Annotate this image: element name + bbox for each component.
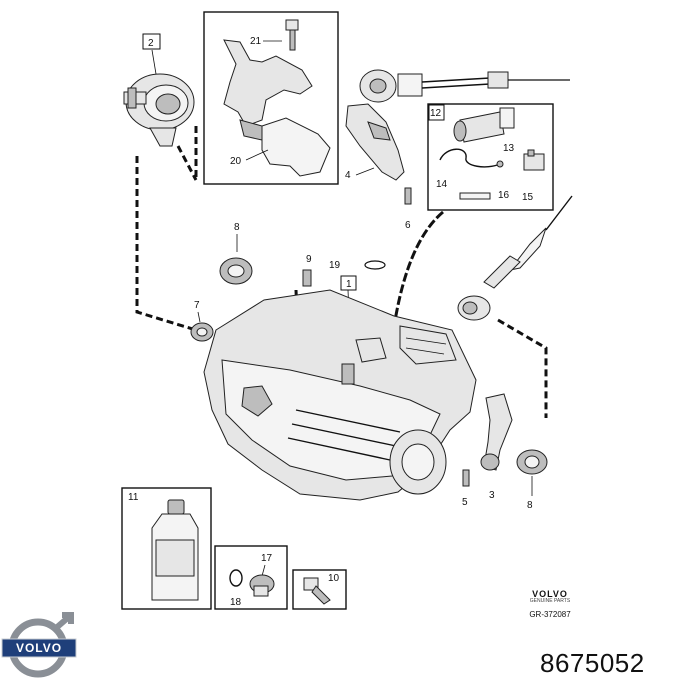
lever-pin — [404, 187, 412, 205]
shift-shaft-lever — [480, 393, 513, 471]
part-label-3: 3 — [489, 490, 495, 501]
oil-seal-lower — [516, 449, 548, 475]
sensor-pin — [459, 192, 491, 200]
leader-dash-sensor — [386, 210, 444, 381]
oil-seal-upper — [219, 257, 253, 285]
part-label-21: 21 — [250, 36, 262, 47]
logo-wordmark: VOLVO — [16, 641, 62, 655]
shift-cable-upper — [359, 69, 570, 103]
bracket-bolt — [285, 19, 299, 51]
callout-box-12 — [428, 104, 445, 121]
mounting-bolt — [303, 577, 331, 605]
brand-subtitle: GENUINE PARTS — [529, 598, 571, 604]
o-ring — [364, 260, 386, 270]
part-label-12: 12 — [430, 108, 442, 119]
drain-plug — [249, 574, 275, 597]
leader-dash-bearing — [176, 145, 198, 181]
part-number: 8675052 — [540, 648, 645, 678]
part-label-14: 14 — [436, 179, 448, 190]
part-label-10: 10 — [328, 573, 340, 584]
part-label-15: 15 — [522, 192, 534, 203]
part-label-20: 20 — [230, 156, 242, 167]
leader-dash-left — [135, 156, 197, 332]
part-label-1: 1 — [346, 279, 352, 290]
oil-seal-left — [190, 322, 214, 342]
part-label-17: 17 — [261, 553, 273, 564]
part-label-7: 7 — [194, 300, 200, 311]
callout-box-2 — [142, 33, 161, 50]
part-label-8-lower: 8 — [527, 500, 533, 511]
part-label-18: 18 — [230, 597, 242, 608]
part-label-5: 5 — [462, 497, 468, 508]
gearshift-bracket — [223, 39, 331, 177]
gear-oil-bottle — [151, 499, 199, 601]
diagram-reference: GR-372087 — [529, 610, 571, 619]
release-bearing — [123, 73, 195, 147]
shaft-pin — [462, 469, 470, 487]
shift-cable-lower — [457, 195, 573, 321]
drain-plug-washer — [229, 569, 243, 587]
part-label-13: 13 — [503, 143, 515, 154]
brand-note: VOLVO GENUINE PARTS — [505, 589, 595, 604]
part-label-8-upper: 8 — [234, 222, 240, 233]
part-label-6: 6 — [405, 220, 411, 231]
part-label-16: 16 — [498, 190, 510, 201]
part-label-2: 2 — [148, 38, 154, 49]
selector-lever — [345, 103, 405, 181]
drain-plug-frame — [214, 545, 288, 610]
part-label-11: 11 — [128, 492, 139, 503]
part-label-19: 19 — [329, 260, 341, 271]
leader-dash-right — [497, 318, 548, 418]
brand-wordmark: VOLVO — [532, 589, 568, 599]
callout-box-1 — [340, 275, 357, 291]
stud — [302, 269, 312, 287]
volvo-logo: VOLVO — [1, 612, 77, 678]
part-label-4: 4 — [345, 170, 351, 181]
connector — [523, 149, 545, 171]
part-label-9: 9 — [306, 254, 312, 265]
reverse-light-switch — [453, 107, 515, 143]
wiring-harness — [439, 148, 504, 168]
gearbox-housing — [203, 289, 477, 501]
